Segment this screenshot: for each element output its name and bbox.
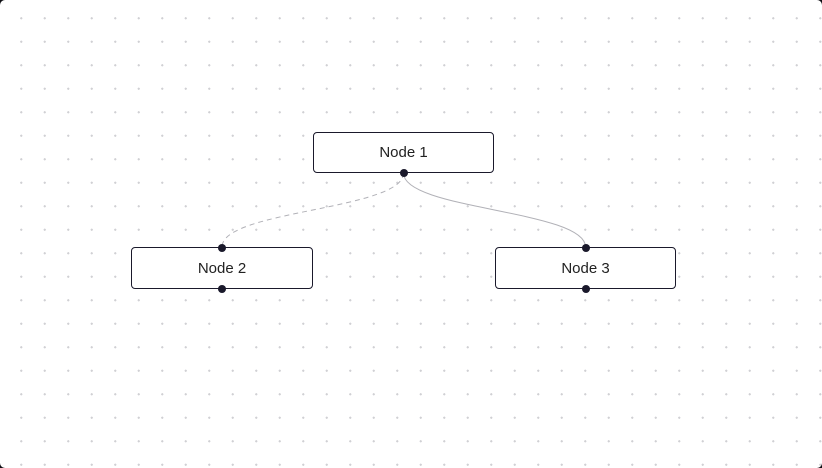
node-label: Node 3 [561,259,610,277]
target-handle-icon[interactable] [581,243,590,252]
node-label: Node 1 [379,144,428,161]
flow-node-1[interactable]: Node 1 [313,132,494,177]
target-handle-icon[interactable] [218,243,226,252]
edge-e1-2[interactable] [221,172,404,248]
source-handle-icon[interactable] [581,284,590,293]
flow-node-2[interactable]: Node 2 [131,243,313,293]
source-handle-icon[interactable] [218,284,226,293]
flow-node-3[interactable]: Node 3 [495,243,676,293]
edge-e1-3[interactable] [403,172,586,248]
node-label: Node 2 [197,259,247,277]
source-handle-icon[interactable] [399,168,408,177]
